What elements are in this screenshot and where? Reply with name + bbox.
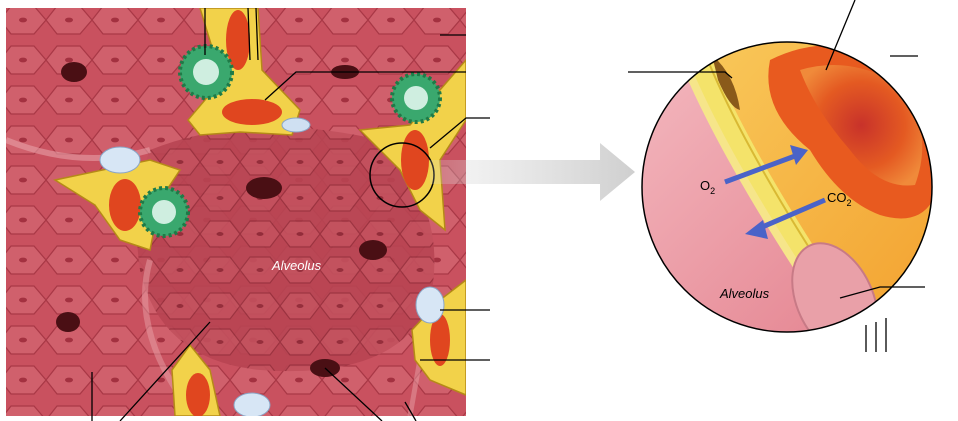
- alveolar-tissue-panel: Alveolus: [6, 8, 466, 417]
- alveolus-label-left: Alveolus: [271, 258, 322, 273]
- magnified-view: O2 CO2 Alveolus: [640, 40, 945, 370]
- alveolus-label-right: Alveolus: [719, 286, 770, 301]
